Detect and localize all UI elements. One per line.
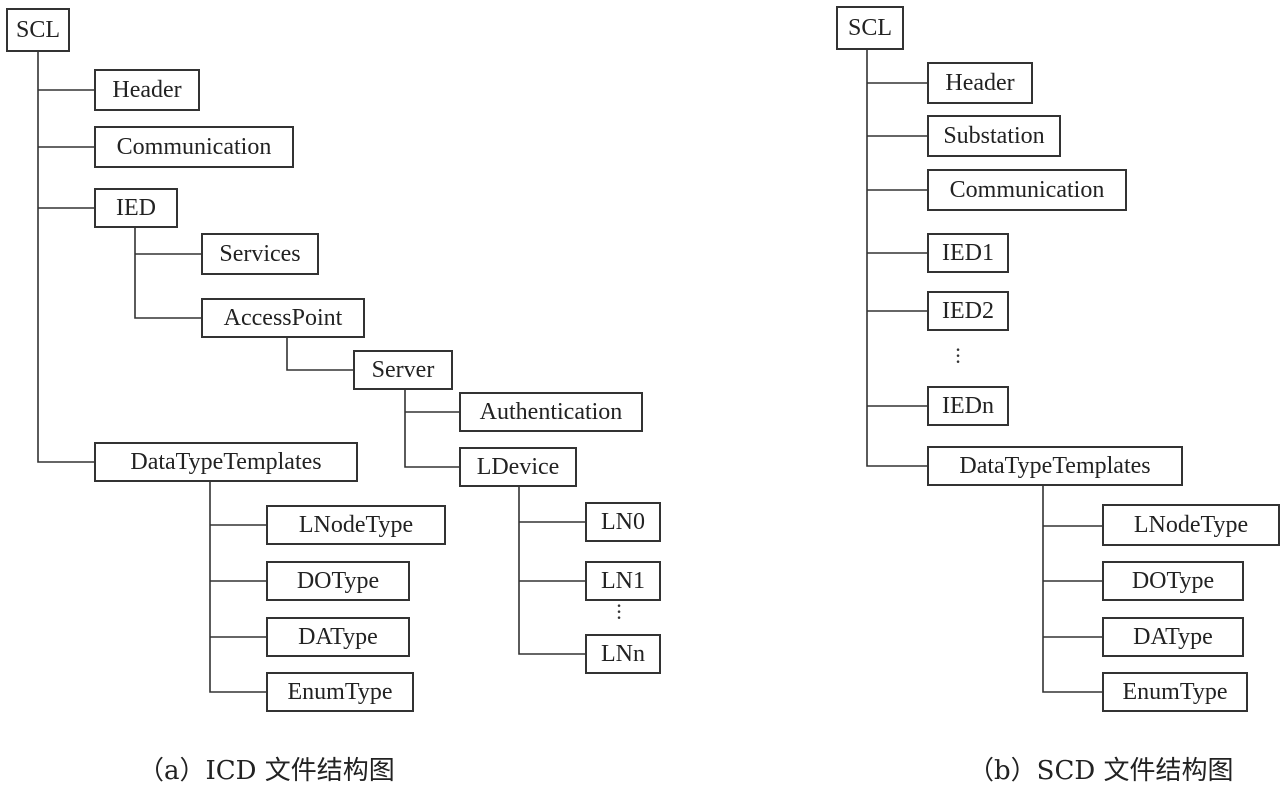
scd-ied2-node: IED2 — [927, 291, 1009, 331]
scd-datatypetemplates-node: DataTypeTemplates — [927, 446, 1183, 486]
icd-lnodetype-node: LNodeType — [266, 505, 446, 545]
scd-ied1-node: IED1 — [927, 233, 1009, 273]
icd-server-node: Server — [353, 350, 453, 390]
icd-ldevice-node: LDevice — [459, 447, 577, 487]
scd-substation-node: Substation — [927, 115, 1061, 157]
icd-ln0-node: LN0 — [585, 502, 661, 542]
scd-enumtype-node: EnumType — [1102, 672, 1248, 712]
scd-dotype-node: DOType — [1102, 561, 1244, 601]
icd-authentication-node: Authentication — [459, 392, 643, 432]
scd-scl-node: SCL — [836, 6, 904, 50]
scd-datype-node: DAType — [1102, 617, 1244, 657]
icd-ln1-node: LN1 — [585, 561, 661, 601]
scd-ellipsis: ··· — [954, 337, 962, 374]
scd-caption: （b）SCD 文件结构图 — [968, 756, 1234, 786]
icd-header-node: Header — [94, 69, 200, 111]
icd-datype-node: DAType — [266, 617, 410, 657]
icd-caption: （a）ICD 文件结构图 — [138, 756, 395, 786]
scd-lnodetype-node: LNodeType — [1102, 504, 1280, 546]
icd-services-node: Services — [201, 233, 319, 275]
icd-ied-node: IED — [94, 188, 178, 228]
icd-scl-node: SCL — [6, 8, 70, 52]
scd-header-node: Header — [927, 62, 1033, 104]
icd-enumtype-node: EnumType — [266, 672, 414, 712]
icd-accesspoint-node: AccessPoint — [201, 298, 365, 338]
icd-dotype-node: DOType — [266, 561, 410, 601]
icd-lnn-node: LNn — [585, 634, 661, 674]
icd-datatypetemplates-node: DataTypeTemplates — [94, 442, 358, 482]
scd-iedn-node: IEDn — [927, 386, 1009, 426]
scd-communication-node: Communication — [927, 169, 1127, 211]
icd-ellipsis: ··· — [615, 593, 623, 630]
icd-communication-node: Communication — [94, 126, 294, 168]
